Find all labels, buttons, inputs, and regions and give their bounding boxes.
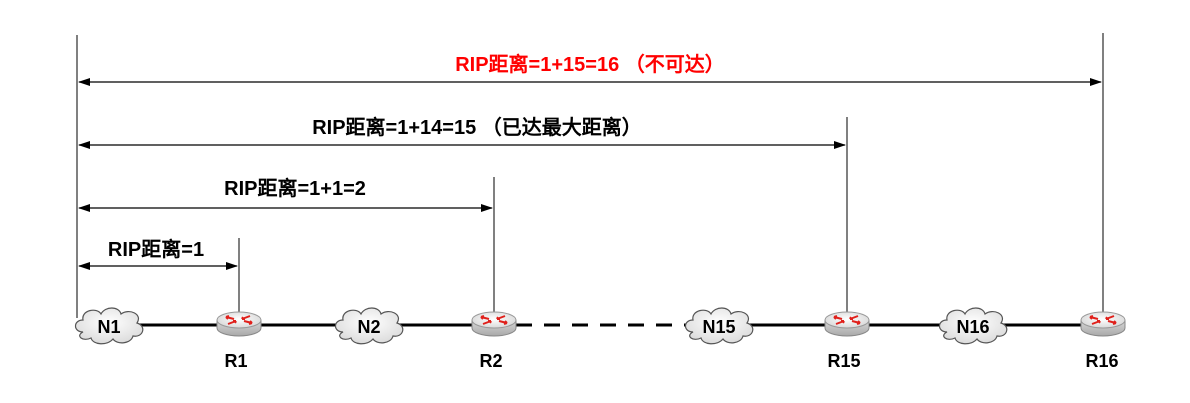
router-icon bbox=[471, 311, 517, 337]
dimension-label-d2: RIP距离=1+1=2 bbox=[224, 176, 366, 200]
router-r16: R16 bbox=[1080, 311, 1126, 371]
router-icon bbox=[824, 311, 870, 337]
network-label-n2: N2 bbox=[357, 317, 380, 337]
network-cloud-n1: N1 bbox=[74, 307, 144, 345]
network-label-n15: N15 bbox=[702, 317, 735, 337]
network-cloud-n2: N2 bbox=[334, 307, 404, 345]
dimension-label-d4: RIP距离=1+15=16 （不可达） bbox=[455, 52, 725, 76]
network-cloud-n16: N16 bbox=[938, 307, 1008, 345]
network-label-n16: N16 bbox=[956, 317, 989, 337]
router-r1: R1 bbox=[216, 311, 262, 371]
network-label-n1: N1 bbox=[97, 317, 120, 337]
router-label-r15: R15 bbox=[827, 351, 860, 371]
router-icon bbox=[1080, 311, 1126, 337]
router-icon bbox=[216, 311, 262, 337]
dimension-label-d1: RIP距离=1 bbox=[108, 237, 204, 261]
router-label-r2: R2 bbox=[479, 351, 502, 371]
router-r2: R2 bbox=[471, 311, 517, 371]
network-cloud-n15: N15 bbox=[684, 307, 754, 345]
router-r15: R15 bbox=[824, 311, 870, 371]
dimension-label-d3: RIP距离=1+14=15 （已达最大距离） bbox=[312, 115, 642, 139]
router-label-r1: R1 bbox=[224, 351, 247, 371]
router-label-r16: R16 bbox=[1085, 351, 1118, 371]
